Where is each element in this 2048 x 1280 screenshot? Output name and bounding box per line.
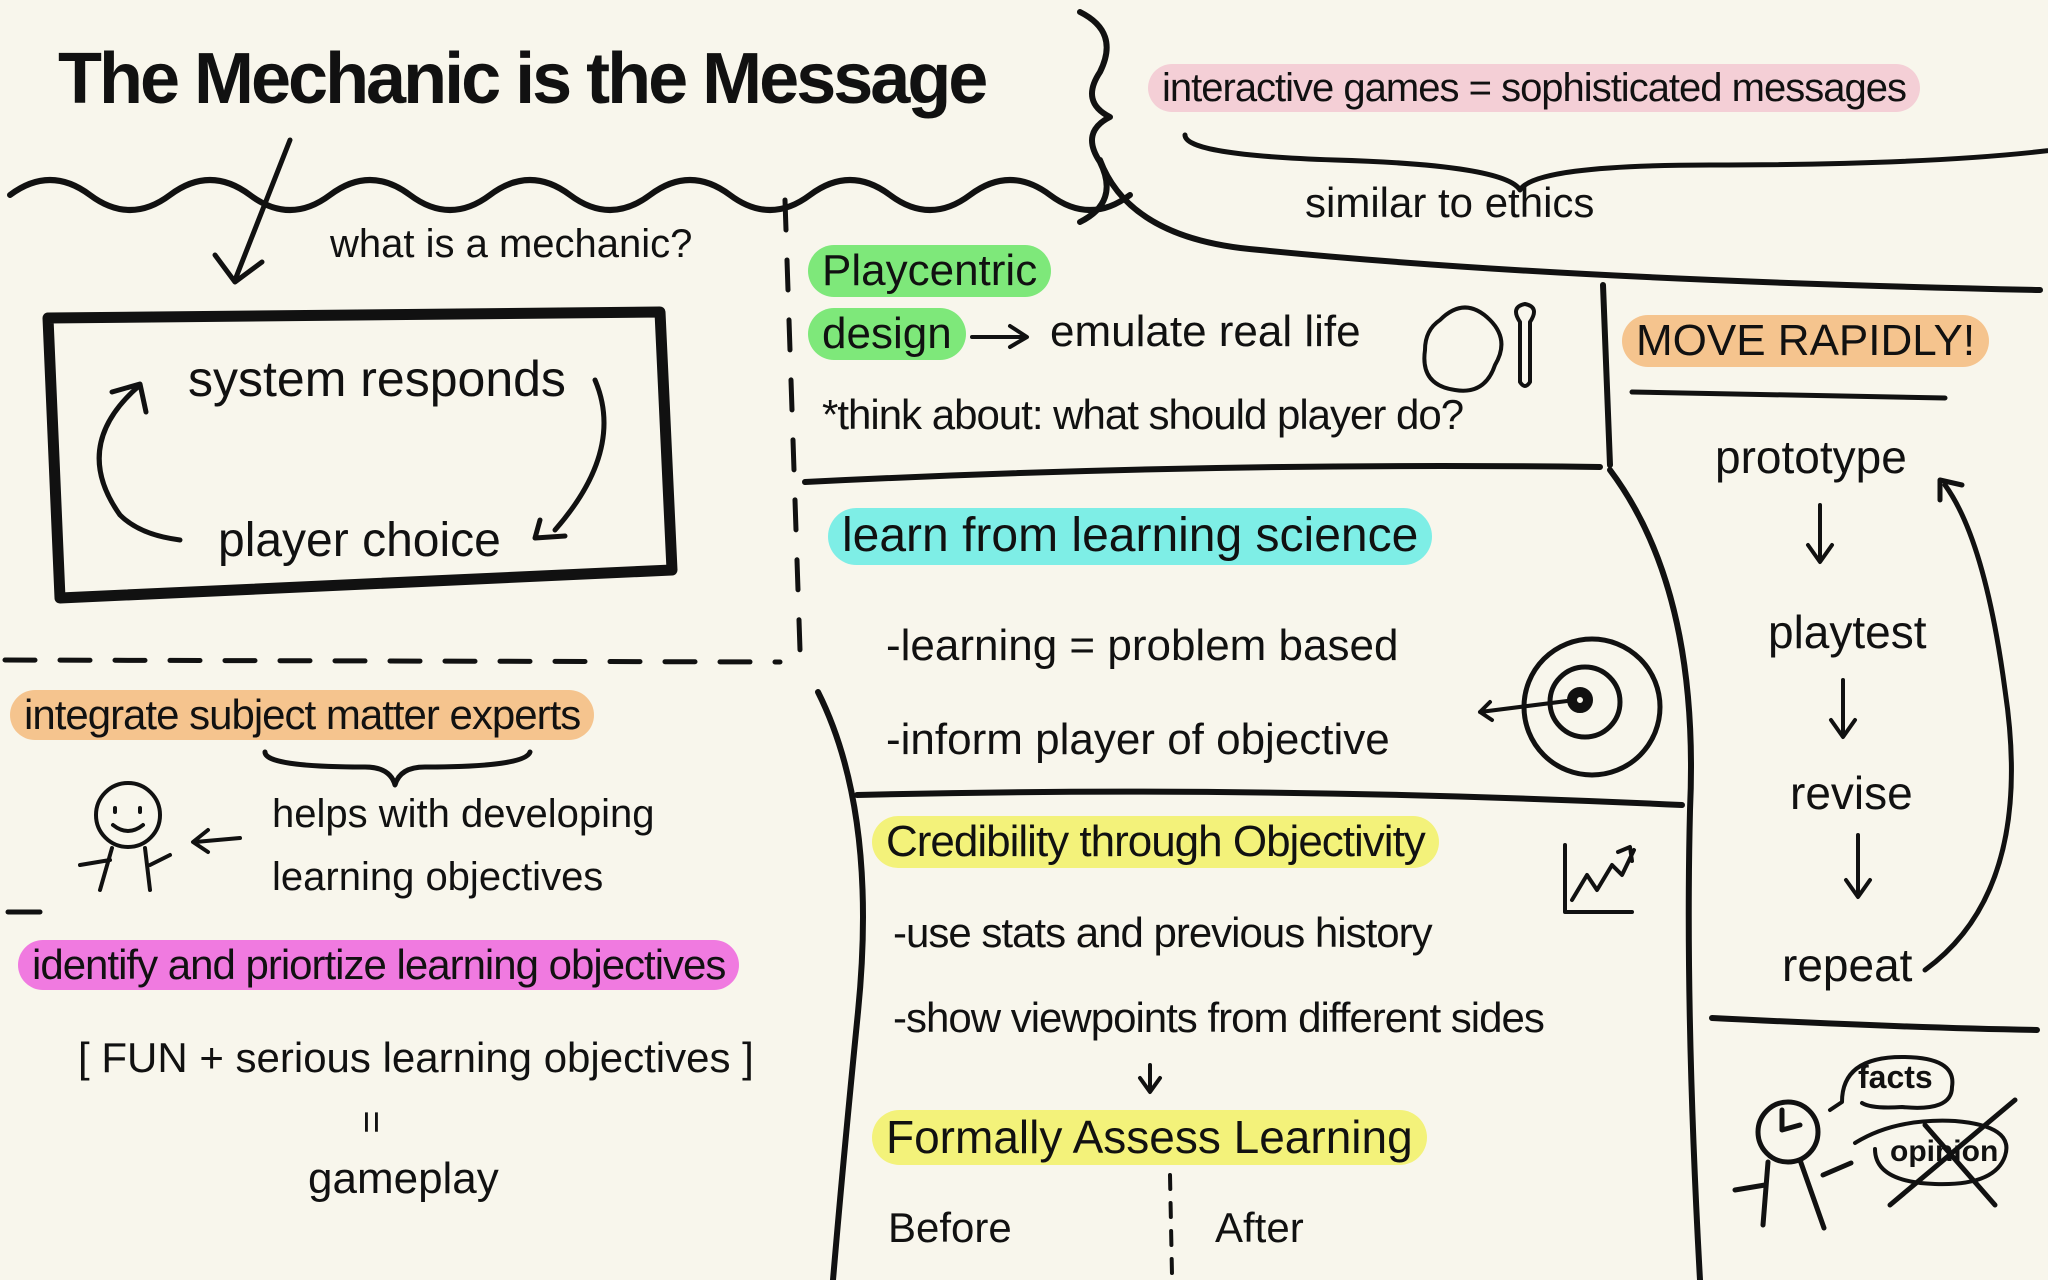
left-dashed-line <box>2 657 783 665</box>
move-rapidly-headline: MOVE RAPIDLY! <box>1622 315 1990 368</box>
speaker-head <box>1755 1099 1821 1165</box>
smiley-head <box>94 781 162 849</box>
speaker-body <box>1732 1107 1854 1231</box>
chart-icon <box>1563 843 1636 914</box>
assess-before: Before <box>888 1204 1012 1251</box>
learning-science-headline: learn from learning science <box>828 508 1433 565</box>
design-headline: design <box>808 308 966 361</box>
playcentric-headline: Playcentric <box>808 245 1052 298</box>
rapid-step-repeat: repeat <box>1782 939 1913 991</box>
repeat-loop-arrow <box>1922 477 2014 973</box>
center-mid-line <box>854 788 1685 808</box>
center-dashed-line <box>782 197 803 653</box>
loop-system-responds: system responds <box>188 351 566 407</box>
assess-headline: Formally Assess Learning <box>872 1110 1427 1165</box>
objectives-headline: identify and priortize learning objectiv… <box>18 940 740 991</box>
center-left-curve <box>815 689 866 1280</box>
cookie-icon <box>1422 305 1504 393</box>
gameplay: gameplay <box>308 1154 499 1203</box>
experts-note-line1: helps with developing <box>272 792 655 836</box>
title-brace <box>1077 9 1113 225</box>
rapid-step-playtest: playtest <box>1768 606 1927 658</box>
smiley-face <box>111 806 145 833</box>
rapid-arrow-1 <box>1806 503 1834 564</box>
think-about: *think about: what should player do? <box>822 391 1464 438</box>
playcentric-arrow <box>970 324 1029 349</box>
learning-point-1: -learning = problem based <box>886 621 1399 670</box>
smiley-arrow <box>191 828 242 854</box>
credibility-down-arrow <box>1138 1063 1162 1094</box>
equals-sign: = <box>349 1110 394 1134</box>
before-after-divider <box>1168 1173 1174 1277</box>
right-top-vertical <box>1600 282 1613 468</box>
mechanic-question: what is a mechanic? <box>330 222 693 266</box>
credibility-headline: Credibility through Objectivity <box>872 816 1439 869</box>
target-arrow <box>1478 698 1577 722</box>
fun-serious-objectives: FUN + serious learning objectives <box>101 1034 731 1081</box>
rapid-step-prototype: prototype <box>1715 431 1907 483</box>
opinion-label: opinion <box>1890 1135 1999 1168</box>
loop-arrow-left <box>96 381 183 543</box>
credibility-point-2: -show viewpoints from different sides <box>893 994 1545 1041</box>
page-title: The Mechanic is the Message <box>58 39 988 119</box>
spoon-icon <box>1514 302 1536 388</box>
mechanic-box <box>42 306 678 604</box>
target-outer <box>1521 636 1663 778</box>
center-right-curve <box>1607 467 1703 1280</box>
emulate-real-life: emulate real life <box>1050 307 1361 356</box>
rapid-underline <box>1629 389 1948 401</box>
experts-brace <box>262 749 533 788</box>
title-arrow <box>212 137 293 285</box>
interactive-games-headline: interactive games = sophisticated messag… <box>1148 64 1920 112</box>
bracket-text: [ FUN + serious learning objectives ] <box>78 1034 754 1081</box>
headline-brace <box>1182 132 2048 193</box>
title-wave <box>7 177 1133 213</box>
facts-bubble <box>1828 1055 1955 1112</box>
credibility-point-1: -use stats and previous history <box>893 909 1433 956</box>
rapid-arrow-2 <box>1829 678 1857 739</box>
assess-after: After <box>1215 1204 1304 1251</box>
loop-arrow-right <box>532 377 607 541</box>
opinion-bubble <box>1853 1118 2009 1187</box>
opinion-cross <box>1887 1097 2018 1208</box>
experts-headline: integrate subject matter experts <box>10 690 595 741</box>
facts-label: facts <box>1858 1059 1933 1095</box>
rapid-arrow-3 <box>1844 833 1872 899</box>
rapid-step-revise: revise <box>1790 767 1913 819</box>
right-bottom-line <box>1709 1015 2040 1033</box>
learning-point-2: -inform player of objective <box>886 715 1390 764</box>
top-right-curve <box>1097 157 2043 293</box>
center-top-line <box>802 463 1603 485</box>
loop-player-choice: player choice <box>218 514 501 567</box>
smiley-body <box>78 846 172 892</box>
experts-note-line2: learning objectives <box>272 855 604 899</box>
similar-to-ethics: similar to ethics <box>1305 179 1595 226</box>
